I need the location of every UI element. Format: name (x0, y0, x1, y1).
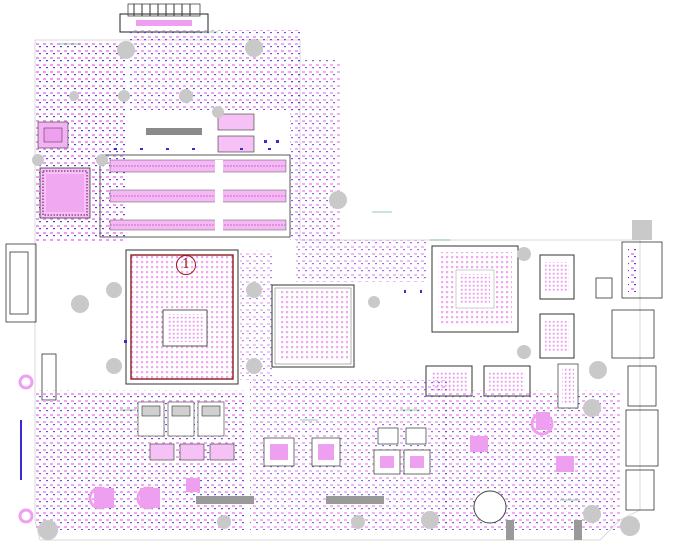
ec-chip (39, 167, 91, 219)
component-field-right-top (290, 60, 340, 240)
cpu-socket (125, 249, 239, 385)
ic-pair-top (217, 113, 255, 153)
large-via-circle (473, 490, 507, 524)
right-connectors (595, 241, 663, 511)
top-connector (119, 3, 209, 33)
pink-rings (18, 374, 554, 524)
inductors (263, 427, 431, 475)
blue-vias (20, 140, 422, 480)
right-connector-pads (628, 248, 636, 292)
gpu-bga (431, 245, 519, 333)
grey-slots (196, 496, 582, 540)
vertical-ic (557, 363, 579, 409)
component-field-top (130, 30, 300, 110)
memory-slots (99, 154, 291, 238)
mounting-holes (32, 39, 652, 540)
power-mosfets (137, 401, 235, 461)
grey-bar-top (146, 128, 202, 135)
green-annotations (60, 31, 580, 501)
callout-marker: 1 (176, 255, 196, 275)
chipset-bga (271, 284, 355, 368)
component-field-mid (296, 240, 426, 282)
ic-top-left (37, 121, 69, 149)
